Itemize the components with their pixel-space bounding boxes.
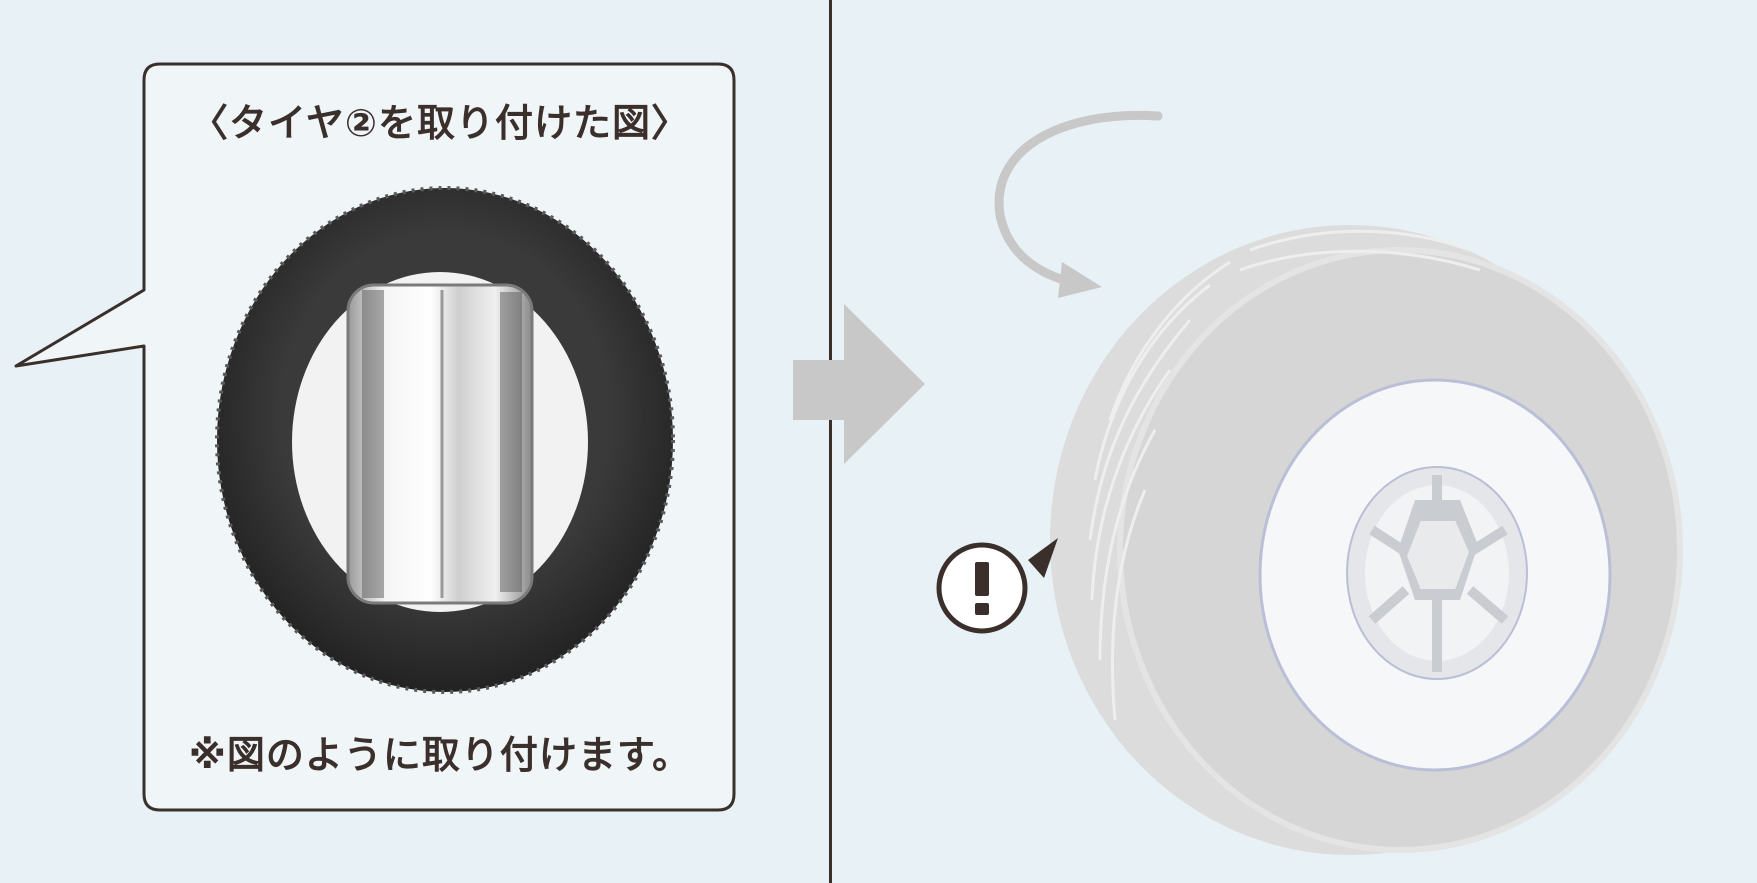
hub-flange-right	[500, 292, 522, 592]
warning-mark-dot	[975, 603, 989, 615]
rotate-arrow-icon	[994, 110, 1163, 288]
hub-hex	[1404, 519, 1472, 591]
tire-tread	[1088, 229, 1481, 721]
warning-pointer	[1028, 538, 1058, 578]
assembled-tire-photo	[215, 186, 675, 694]
hub-ribs	[1368, 475, 1509, 672]
panel-divider	[829, 0, 832, 883]
callout-note: ※図のように取り付けます。	[188, 733, 692, 777]
callout-title: 〈タイヤ②を取り付けた図〉	[189, 101, 691, 145]
exclamation-icon	[936, 538, 1058, 634]
wheel-hub	[348, 285, 532, 603]
rotate-arrow-head	[1058, 262, 1102, 298]
warning-mark-bar	[975, 562, 989, 596]
hub-flange-left	[362, 290, 384, 598]
right-arrow-icon	[793, 304, 925, 464]
wheel-hub-outline	[346, 283, 534, 605]
tire-tread-edge	[215, 186, 675, 694]
